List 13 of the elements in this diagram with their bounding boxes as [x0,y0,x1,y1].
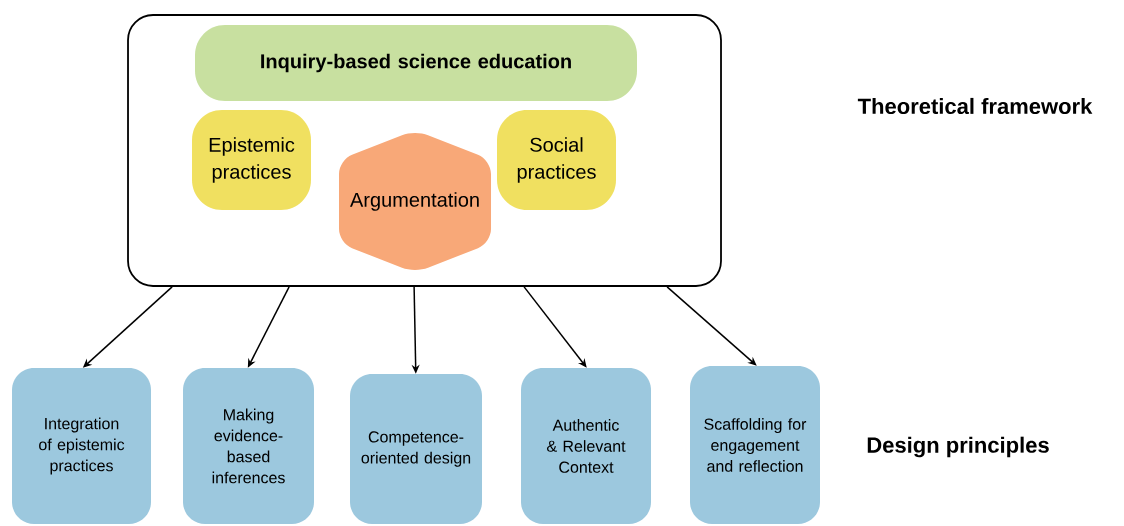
arrow [523,286,587,368]
rounded-box: Social practices [497,110,616,210]
arrow [666,286,757,366]
section-heading: Design principles [867,436,1049,458]
principle-box: Authentic & Relevant Context [521,368,651,524]
principle-box: Integration of epistemic practices [12,368,151,524]
rounded-box: Epistemic practices [192,110,311,210]
principle-box: Scaffolding for engagement and reflection [690,366,820,524]
principle-box: Making evidence-based inferences [183,368,314,524]
section-heading: Theoretical framework [857,97,1093,115]
title-pill: Inquiry-based science education [195,25,637,101]
principle-box: Competence-oriented design [350,374,482,524]
hexagon: Argumentation [339,133,491,270]
